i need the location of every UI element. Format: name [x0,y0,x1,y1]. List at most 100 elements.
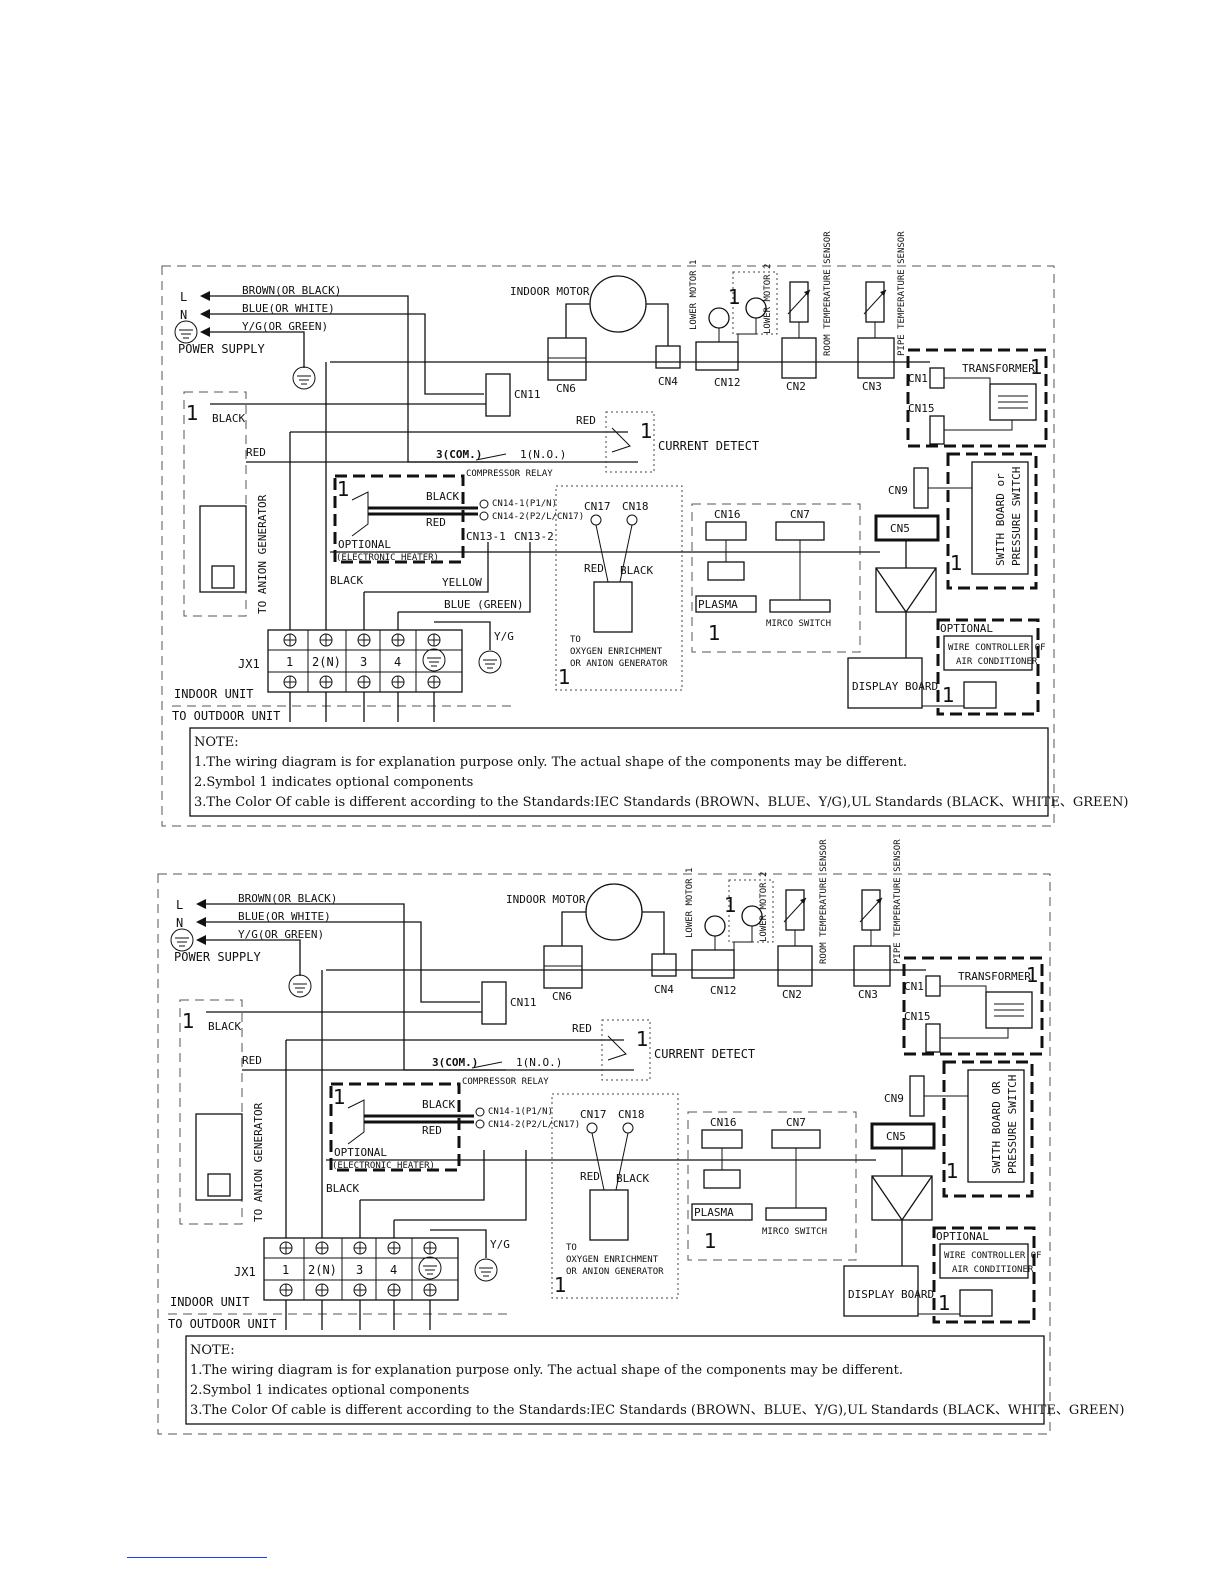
cn11-label: CN11 [510,996,537,1009]
cn9-label: CN9 [888,484,908,497]
label-blue: BLUE(OR WHITE) [238,910,331,923]
relay-contact-icon [475,453,507,461]
room-temp-sensor-icon [783,889,807,931]
wire-ctrl-label-2: AIR CONDITIONER [952,1265,1034,1275]
terminal-top-icon [427,633,441,647]
cn9-label: CN9 [884,1092,904,1105]
label-brown: BROWN(OR BLACK) [238,892,337,905]
current-detect-frame [601,1019,651,1081]
terminal-cn17 [590,514,602,526]
cn5-label: CN5 [890,522,910,535]
outer-frame [157,873,1051,1435]
anion-optional-frame [183,391,247,617]
terminal-1-label: 1 [282,1263,289,1277]
cn3-label: CN3 [862,380,882,393]
label-yg: Y/G(OR GREEN) [242,320,328,333]
cn14-2-label: CN14-2(P2/L/CN17) [488,1120,580,1130]
optional-marker: 1 [946,1159,959,1183]
plasma-box [691,1203,753,1221]
label-n: N [180,308,187,322]
wire-blue [206,921,480,1003]
cn7-label: CN7 [786,1116,806,1129]
cn15-label: CN15 [908,402,935,415]
terminal-2-label: 2(N) [312,655,341,669]
optional-heater-label: OPTIONAL [338,538,391,551]
indoor-unit-label: INDOOR UNIT [170,1295,249,1309]
optional-motor2-frame [728,879,774,943]
pipe-temp-sensor-icon [859,889,883,931]
note-line: 2.Symbol 1 indicates optional components [194,775,473,790]
terminal-bottom-icon [423,1283,437,1297]
label-n: N [176,916,183,930]
connector-cn15 [929,415,945,445]
pipe-temp-sensor-icon [863,281,887,323]
optional-marker: 1 [1026,963,1039,987]
optional-marker: 1 [636,1027,649,1051]
arrow-icon [200,291,210,301]
terminal-3-label: 3 [356,1263,363,1277]
connector-cn11 [485,373,511,417]
connector-cn16 [701,1129,743,1149]
current-detect-icon [607,1035,627,1061]
terminal-top-icon [315,1241,329,1255]
wire-yg [206,939,301,976]
display-board-label: DISPLAY BOARD [848,1288,934,1301]
heater-optional-frame [333,474,465,564]
cn15-label: CN15 [904,1010,931,1023]
cn14-1-label: CN14-1(P1/N) [488,1107,553,1117]
terminal-top-icon [283,633,297,647]
switch-board-label-2: PRESSURE SWITCH [1010,467,1023,566]
cn5-label: CN5 [886,1130,906,1143]
transformer-optional-frame [902,956,1044,1056]
optional-marker: 1 [942,683,955,707]
jx1-label: JX1 [234,1265,256,1279]
cn18-label: CN18 [622,500,649,513]
wire [733,926,753,950]
transformer-optional-frame [906,348,1048,448]
optional-marker: 1 [728,285,741,309]
to-anion-label: TO ANION GENERATOR [256,494,269,614]
ground-icon [292,366,316,390]
anion-plug [207,1173,231,1197]
connector-cn4 [655,345,681,369]
room-temp-sensor-icon [787,281,811,323]
optional-marker: 1 [724,893,737,917]
o-black-label: BLACK [620,564,653,577]
bl-black-label: BLACK [326,1182,359,1195]
wire-yg [210,331,305,368]
power-supply-label: POWER SUPPLY [174,950,261,964]
optional-marker: 1 [1030,355,1043,379]
switch-board-box [967,1069,1025,1183]
lower-motor1-label: LOWER MOTOR 1 [689,260,699,330]
terminal-bottom-icon [391,675,405,689]
to-outdoor-label: TO OUTDOOR UNIT [168,1317,276,1331]
o-red-label: RED [584,562,604,575]
display-connector-icon [875,567,937,613]
current-detect-label: CURRENT DETECT [654,1047,755,1061]
no-label: 1(N.O.) [516,1056,562,1069]
anion-optional-frame [179,999,243,1225]
optional-wc-label: OPTIONAL [940,622,993,635]
electronic-heater-label: (ELECTRONIC HEATER) [336,553,439,563]
wire-controller-box [939,1243,1029,1279]
optional-marker: 1 [333,1085,346,1109]
terminal-cn18 [626,514,638,526]
cn4-label: CN4 [658,375,678,388]
switch-board-box [971,461,1029,575]
wire [595,524,609,583]
label-red: RED [246,446,266,459]
label-yg: Y/G(OR GREEN) [238,928,324,941]
optional-marker: 1 [708,621,721,645]
plasma-label: PLASMA [698,598,738,611]
oxy-label-3: OR ANION GENERATOR [566,1267,664,1277]
connector-cn2 [781,337,817,379]
earth-symbol-icon [174,320,198,344]
wire [737,318,757,342]
note-line: 1.The wiring diagram is for explanation … [194,755,907,770]
connector-cn3 [853,945,891,987]
optional-marker: 1 [182,1009,195,1033]
wire-motor [646,303,669,346]
label-l: L [180,290,187,304]
